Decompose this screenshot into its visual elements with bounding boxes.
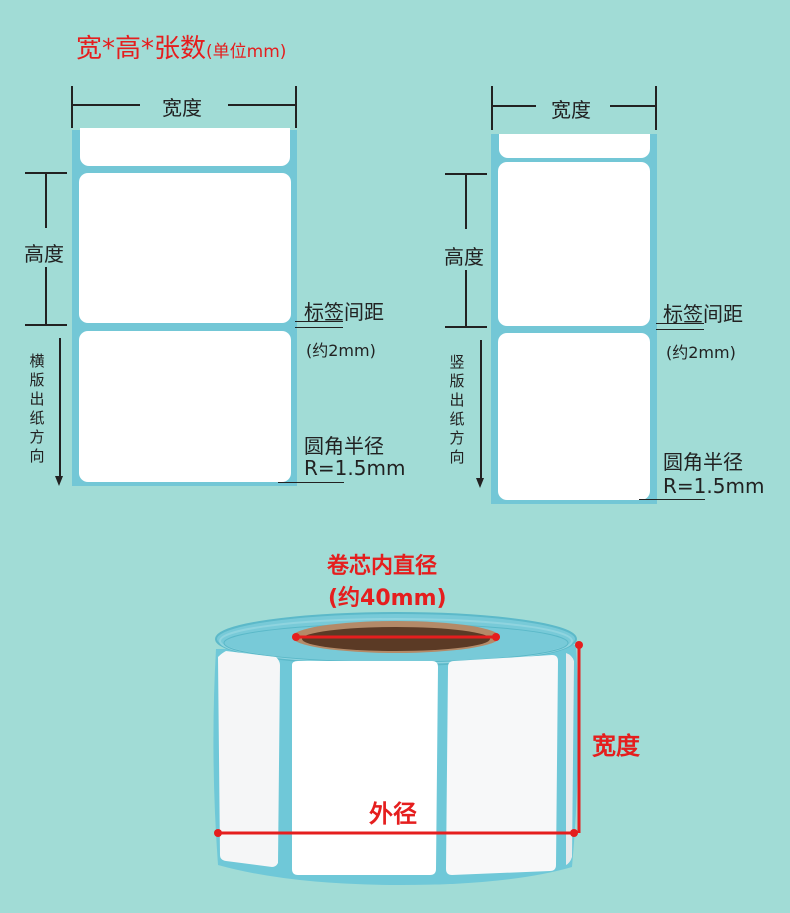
height-tick-bottom	[25, 324, 67, 326]
title-unit: (单位mm)	[206, 42, 287, 62]
roll-label	[566, 653, 574, 865]
arrow-down-icon	[476, 478, 484, 488]
width-tick-left	[491, 86, 493, 130]
gap-line	[656, 323, 704, 324]
gap-note: (约2mm)	[306, 341, 376, 360]
direction-char: 出	[449, 391, 465, 409]
marker-dot	[570, 829, 578, 837]
gap-label: 标签间距	[304, 300, 384, 324]
direction-char: 向	[449, 448, 465, 466]
feed-direction-label: 竖 版 出 纸 方 向	[448, 353, 466, 467]
marker-dot	[292, 633, 300, 641]
height-label: 高度	[24, 242, 64, 266]
label-partial	[80, 128, 290, 166]
outer-diameter-label: 外径	[369, 800, 417, 828]
width-line-left	[72, 104, 140, 106]
direction-char: 纸	[29, 409, 45, 427]
label-sheet	[79, 331, 291, 482]
gap-line	[295, 321, 343, 322]
radius-label: 圆角半径	[663, 450, 743, 474]
feed-direction-label: 横 版 出 纸 方 向	[28, 352, 46, 466]
roll-illustration	[213, 612, 583, 885]
label-sheet	[498, 333, 650, 500]
roll-label	[218, 651, 280, 867]
direction-char: 出	[29, 390, 45, 408]
height-line-top	[465, 173, 467, 229]
direction-char: 横	[29, 352, 45, 370]
radius-label: 圆角半径	[304, 434, 384, 458]
direction-char: 方	[29, 428, 45, 446]
radius-value: R=1.5mm	[304, 456, 406, 480]
gap-line	[656, 329, 704, 330]
direction-char: 向	[29, 447, 45, 465]
width-line-right	[610, 105, 655, 107]
roll-width-label: 宽度	[592, 732, 640, 760]
label-partial	[499, 134, 650, 158]
width-line-left	[492, 105, 536, 107]
radius-leader	[639, 499, 705, 500]
roll-core-hole	[302, 627, 490, 651]
direction-char: 方	[449, 429, 465, 447]
radius-value: R=1.5mm	[663, 474, 765, 498]
gap-note: (约2mm)	[666, 343, 736, 362]
width-label: 宽度	[551, 98, 591, 122]
direction-char: 版	[449, 372, 465, 390]
gap-label: 标签间距	[663, 302, 743, 326]
radius-leader	[278, 482, 344, 483]
height-line-top	[45, 172, 47, 228]
roll-label	[292, 661, 438, 875]
height-tick-bottom	[445, 326, 487, 328]
height-line-bottom	[465, 270, 467, 326]
label-sheet	[79, 173, 291, 323]
direction-char: 竖	[449, 353, 465, 371]
width-tick-right	[655, 86, 657, 130]
feed-arrow-shaft	[480, 340, 482, 478]
marker-dot	[492, 633, 500, 641]
height-label: 高度	[444, 245, 484, 269]
width-line-right	[228, 104, 295, 106]
roll-label	[446, 655, 558, 875]
core-label: 卷芯内直径	[327, 554, 438, 579]
direction-char: 版	[29, 371, 45, 389]
direction-char: 纸	[449, 410, 465, 428]
marker-dot	[214, 829, 222, 837]
width-label: 宽度	[162, 96, 202, 120]
height-line-bottom	[45, 267, 47, 324]
title-text: 宽*高*张数	[76, 34, 207, 64]
feed-arrow-shaft	[59, 338, 61, 476]
arrow-down-icon	[55, 476, 63, 486]
label-sheet	[498, 162, 650, 326]
core-note: (约40mm)	[328, 586, 447, 611]
gap-line	[295, 327, 343, 328]
marker-dot	[575, 641, 583, 649]
page-title: 宽*高*张数(单位mm)	[76, 28, 286, 65]
width-tick-right	[295, 86, 297, 128]
width-tick-left	[71, 86, 73, 128]
